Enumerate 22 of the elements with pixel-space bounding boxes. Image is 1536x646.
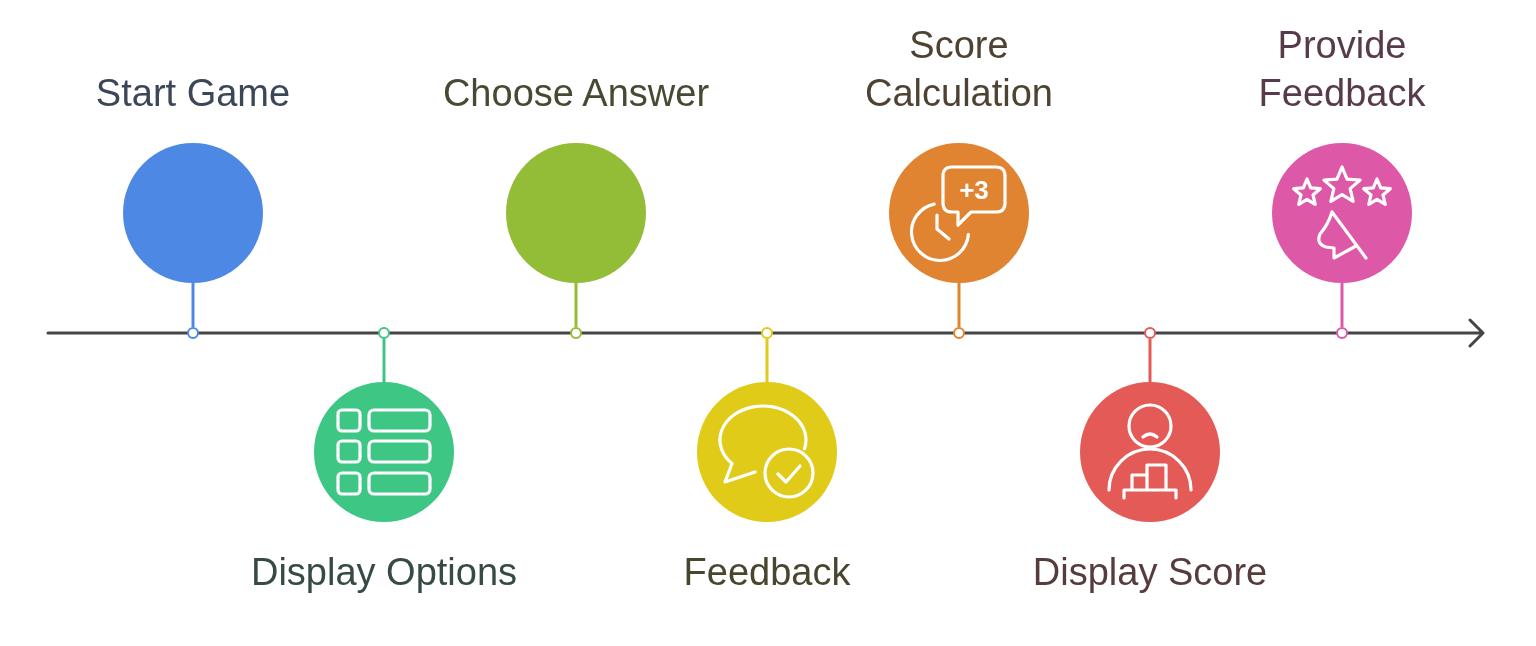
- step-label: Display Score: [1032, 550, 1268, 595]
- connector-line: [191, 283, 195, 327]
- connector-line: [382, 339, 386, 382]
- step-label: Choose Answer: [442, 71, 710, 116]
- timeline-dot: [1144, 327, 1156, 339]
- score-badge-text: +3: [959, 176, 989, 204]
- timeline-dot: [187, 327, 199, 339]
- step-label: Feedback: [683, 550, 851, 595]
- timeline-dot: [378, 327, 390, 339]
- step-label: Provide Feedback: [1257, 23, 1427, 116]
- connector-line: [1148, 339, 1152, 382]
- timeline-dot: [570, 327, 582, 339]
- step-label: Start Game: [95, 71, 291, 116]
- connector-line: [957, 283, 961, 327]
- step-label: Display Options: [250, 550, 518, 595]
- step-label: Score Calculation: [864, 23, 1054, 116]
- connector-line: [574, 283, 578, 327]
- connector-line: [765, 339, 769, 382]
- timeline-dot: [761, 327, 773, 339]
- timeline-dot: [1336, 327, 1348, 339]
- connector-line: [1340, 283, 1344, 327]
- timeline-dot: [953, 327, 965, 339]
